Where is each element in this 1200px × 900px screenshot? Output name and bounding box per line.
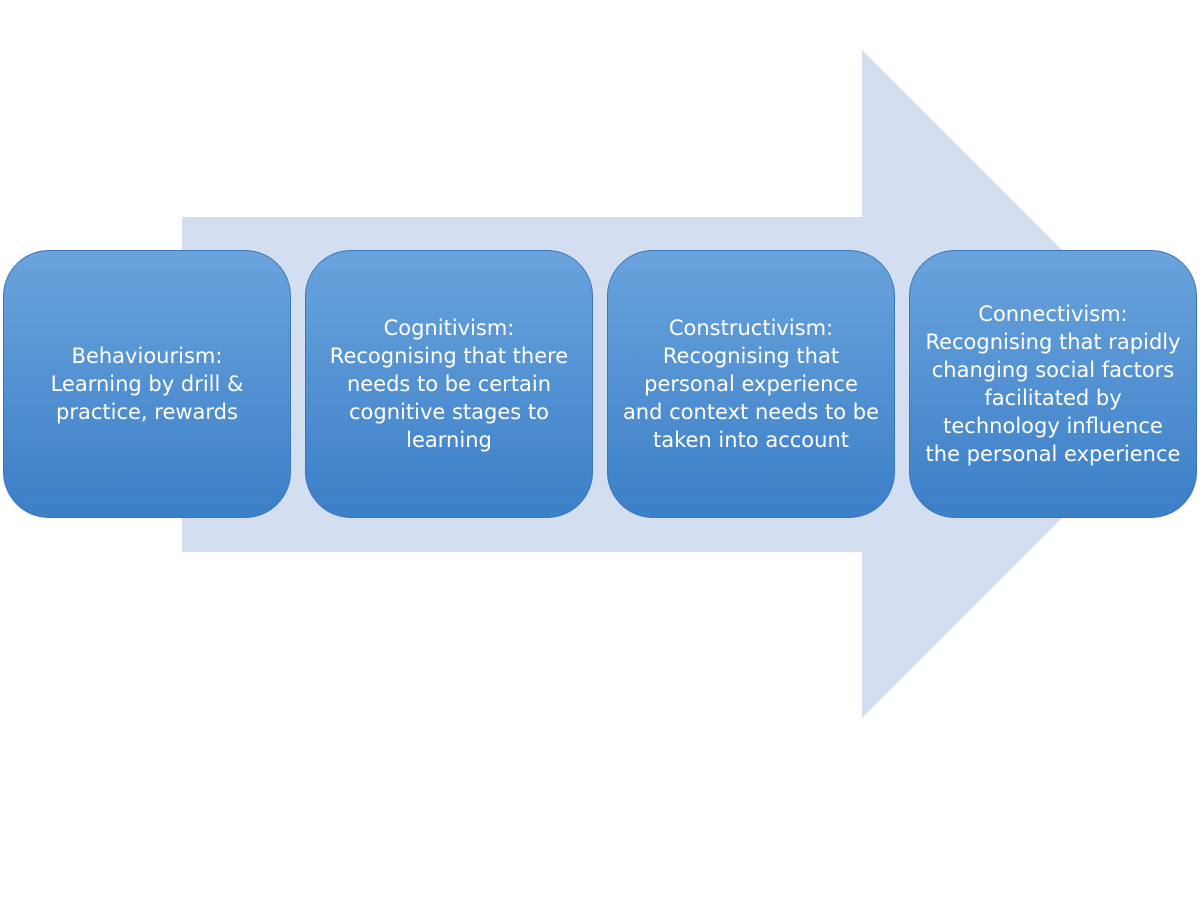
stage-title: Behaviourism:: [71, 344, 223, 368]
stage-title: Constructivism:: [668, 316, 834, 340]
stage-box-behaviourism: Behaviourism: Learning by drill & practi…: [3, 250, 291, 518]
stage-title: Cognitivism:: [383, 316, 515, 340]
stage-description: Recognising that there needs to be certa…: [329, 344, 569, 452]
stage-box-cognitivism: Cognitivism: Recognising that there need…: [305, 250, 593, 518]
stage-description: Learning by drill & practice, rewards: [50, 372, 244, 424]
stage-description: Recognising that personal experience and…: [622, 344, 880, 452]
stage-label-constructivism: Constructivism: Recognising that persona…: [623, 314, 879, 454]
stage-box-constructivism: Constructivism: Recognising that persona…: [607, 250, 895, 518]
stage-label-cognitivism: Cognitivism: Recognising that there need…: [330, 314, 568, 454]
stage-label-connectivism: Connectivism: Recognising that rapidly c…: [925, 300, 1180, 468]
stage-title: Connectivism:: [978, 302, 1128, 326]
stage-label-behaviourism: Behaviourism: Learning by drill & practi…: [51, 342, 244, 426]
stage-box-connectivism: Connectivism: Recognising that rapidly c…: [909, 250, 1197, 518]
stage-description: Recognising that rapidly changing social…: [925, 330, 1181, 466]
